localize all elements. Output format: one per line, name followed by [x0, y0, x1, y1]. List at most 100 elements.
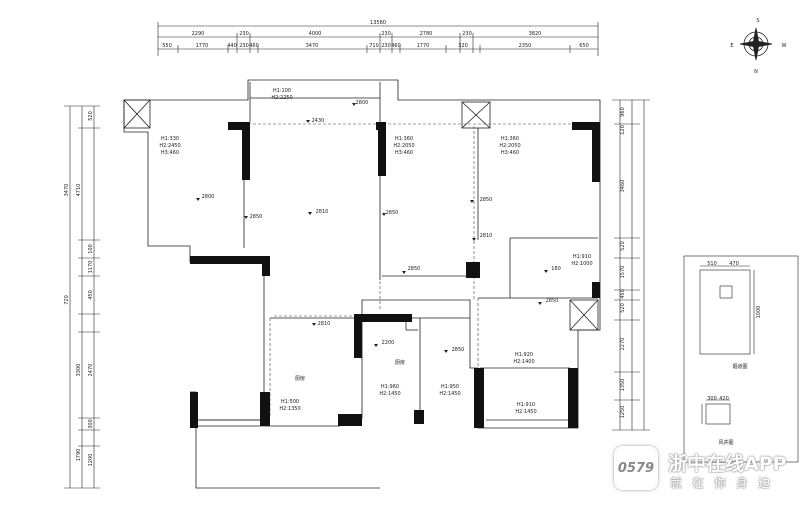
left-dimension-0: 720 — [64, 295, 70, 305]
r-bedroom-ne-height-1: H2:2050 — [499, 143, 520, 149]
elevation-label-6: 2850 — [480, 197, 493, 203]
r-closet-height-0: H1:910 — [573, 254, 591, 260]
right-dimension-2: 3460 — [620, 180, 626, 193]
legend-dimension-3: 1000 — [756, 306, 762, 319]
elevation-label-3: 2850 — [250, 214, 263, 220]
left-dimension-10: 1790 — [76, 449, 82, 462]
left-dimension-2: 4710 — [76, 184, 82, 197]
elevation-label-0: 2800 — [356, 100, 369, 106]
elevation-label-1: 2430 — [312, 118, 325, 124]
right-dimension-7: 2270 — [620, 338, 626, 351]
top-dimension-row2-2: 440 — [227, 43, 237, 49]
left-dimension-6: 450 — [88, 290, 94, 300]
top-dimension-row2-9: 1770 — [417, 43, 430, 49]
room-note-bath: 厨房 — [395, 359, 405, 366]
r-bedroom-nw-height-1: H2:2450 — [159, 143, 180, 149]
top-dimension-4: 2780 — [420, 31, 433, 37]
r-kitchen-height-1: H2:1350 — [279, 406, 300, 412]
r-bedroom-n-height-1: H2:2050 — [393, 143, 414, 149]
legend-label-shaft: 风井图 — [718, 439, 733, 446]
top-dimension-row2-6: 710 — [369, 43, 379, 49]
watermark-title: 浙中在线APP — [668, 453, 787, 475]
legend-dimension-4: 300 — [707, 396, 717, 402]
elevation-markers — [196, 103, 548, 353]
right-dimension-0: 960 — [620, 107, 626, 117]
right-dimension-6: 520 — [620, 303, 626, 313]
compass-south-label: S — [756, 18, 759, 24]
elevation-label-5: 2850 — [386, 210, 399, 216]
legend-dimension-1: 510 — [707, 261, 717, 267]
r-bedroom-ne-height-2: H3:460 — [501, 150, 519, 156]
top-dimension-row2-4: 460 — [249, 43, 259, 49]
legend-dimension-5: 420 — [719, 396, 729, 402]
right-dimension-4: 1570 — [620, 266, 626, 279]
legend-dimension-2: 470 — [729, 261, 739, 267]
left-dimension-3: 520 — [88, 111, 94, 121]
r-bedroom-n-height-0: H1:360 — [395, 136, 413, 142]
top-dimension-row2-8: 460 — [391, 43, 401, 49]
r-bath1-height-1: H2:1450 — [379, 391, 400, 397]
right-dimension-5: 450 — [620, 289, 626, 299]
compass-rose-icon — [739, 27, 773, 61]
r-closet-height-1: H2:1000 — [571, 261, 592, 267]
left-dimension-1: 3470 — [64, 184, 70, 197]
compass-east-label: E — [730, 43, 733, 49]
left-dimension-9: 300 — [88, 419, 94, 429]
r-room-se-height-1: H2:1450 — [515, 409, 536, 415]
r-kitchen-height-0: H1:500 — [281, 399, 299, 405]
r-balcony-n-height-0: H1:100 — [273, 88, 291, 94]
top-dimension-row2-12: 650 — [579, 43, 589, 49]
top-dimension-0: 2290 — [192, 31, 205, 37]
top-dimension-row2-5: 3470 — [306, 43, 319, 49]
r-balcony-n-height-1: H2:2250 — [271, 95, 292, 101]
top-dimension-row2-7: 230 — [381, 43, 391, 49]
overall-dimension-top: 13580 — [370, 20, 386, 26]
r-bath2-height-0: H1:950 — [441, 384, 459, 390]
compass-west-label: W — [782, 43, 787, 49]
top-dimension-row2-3: 230 — [239, 43, 249, 49]
r-bath1-height-0: H1:960 — [381, 384, 399, 390]
r-bedroom-nw-height-2: H3:460 — [161, 150, 179, 156]
top-dimension-row2-11: 2350 — [519, 43, 532, 49]
elevation-label-2: 2800 — [202, 194, 215, 200]
left-dimension-11: 1200 — [88, 454, 94, 467]
r-bath2-height-1: H2:1450 — [439, 391, 460, 397]
elevation-label-4: 2810 — [316, 209, 329, 215]
elevation-label-9: 2810 — [318, 321, 331, 327]
room-note-kitchen: 厨房 — [295, 375, 305, 382]
elevation-label-12: 2850 — [452, 347, 465, 353]
legend-label-flue: 烟道图 — [732, 363, 747, 370]
top-dimension-2: 4000 — [309, 31, 322, 37]
r-room-e-height-0: H1:920 — [515, 352, 533, 358]
right-dimension-1: 120 — [620, 125, 626, 135]
top-dimension-1: 230 — [239, 31, 249, 37]
elevation-label-13: 2850 — [546, 298, 559, 304]
top-dimension-row2-1: 1770 — [196, 43, 209, 49]
r-bedroom-n-height-2: H3:460 — [395, 150, 413, 156]
elevation-label-11: 2200 — [382, 340, 395, 346]
left-dimension-7: 3300 — [76, 364, 82, 377]
r-bedroom-ne-height-0: H1:360 — [501, 136, 519, 142]
right-dimension-3: 520 — [620, 241, 626, 251]
right-dimension-8: 1350 — [620, 379, 626, 392]
watermark-subtitle: 就在你身边 — [670, 476, 781, 490]
left-dimension-5: 1170 — [88, 261, 94, 274]
elevation-label-10: 180 — [551, 266, 561, 272]
left-dimension-4: 100 — [88, 244, 94, 254]
r-bedroom-nw-height-0: H1:330 — [161, 136, 179, 142]
app-logo-text: 0579 — [617, 460, 655, 476]
r-room-se-height-0: H1:910 — [517, 402, 535, 408]
top-dimension-row2-0: 550 — [162, 43, 172, 49]
duct-legend — [683, 255, 799, 463]
top-dimension-6: 3820 — [529, 31, 542, 37]
elevation-label-8: 2850 — [408, 266, 421, 272]
compass-north-label: N — [754, 69, 758, 75]
top-dimension-3: 230 — [381, 31, 391, 37]
app-logo-icon: 0579 — [614, 446, 658, 490]
r-room-e-height-1: H2:1400 — [513, 359, 534, 365]
top-dimension-5: 230 — [462, 31, 472, 37]
right-dimension-9: 1250 — [620, 406, 626, 419]
left-dimension-8: 2470 — [88, 364, 94, 377]
